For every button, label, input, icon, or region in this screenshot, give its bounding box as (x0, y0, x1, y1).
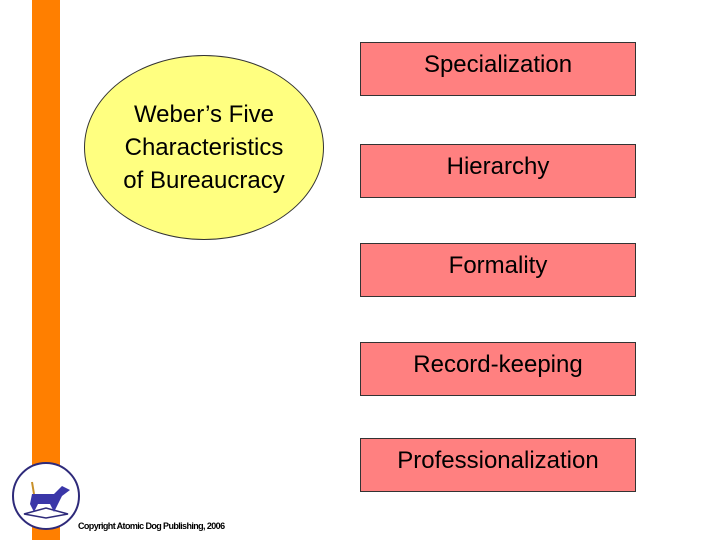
title-oval: Weber’s Five Characteristics of Bureaucr… (84, 55, 324, 240)
item-box-specialization: Specialization (360, 42, 636, 96)
copyright-text: Copyright Atomic Dog Publishing, 2006 (78, 521, 225, 531)
dog-icon (23, 481, 70, 519)
item-box-professionalization: Professionalization (360, 438, 636, 492)
slide-title: Weber’s Five Characteristics of Bureaucr… (123, 101, 285, 194)
item-box-hierarchy: Hierarchy (360, 144, 636, 198)
accent-bar (32, 0, 60, 540)
item-box-record-keeping: Record-keeping (360, 342, 636, 396)
atomic-dog-logo (12, 462, 80, 530)
item-box-formality: Formality (360, 243, 636, 297)
